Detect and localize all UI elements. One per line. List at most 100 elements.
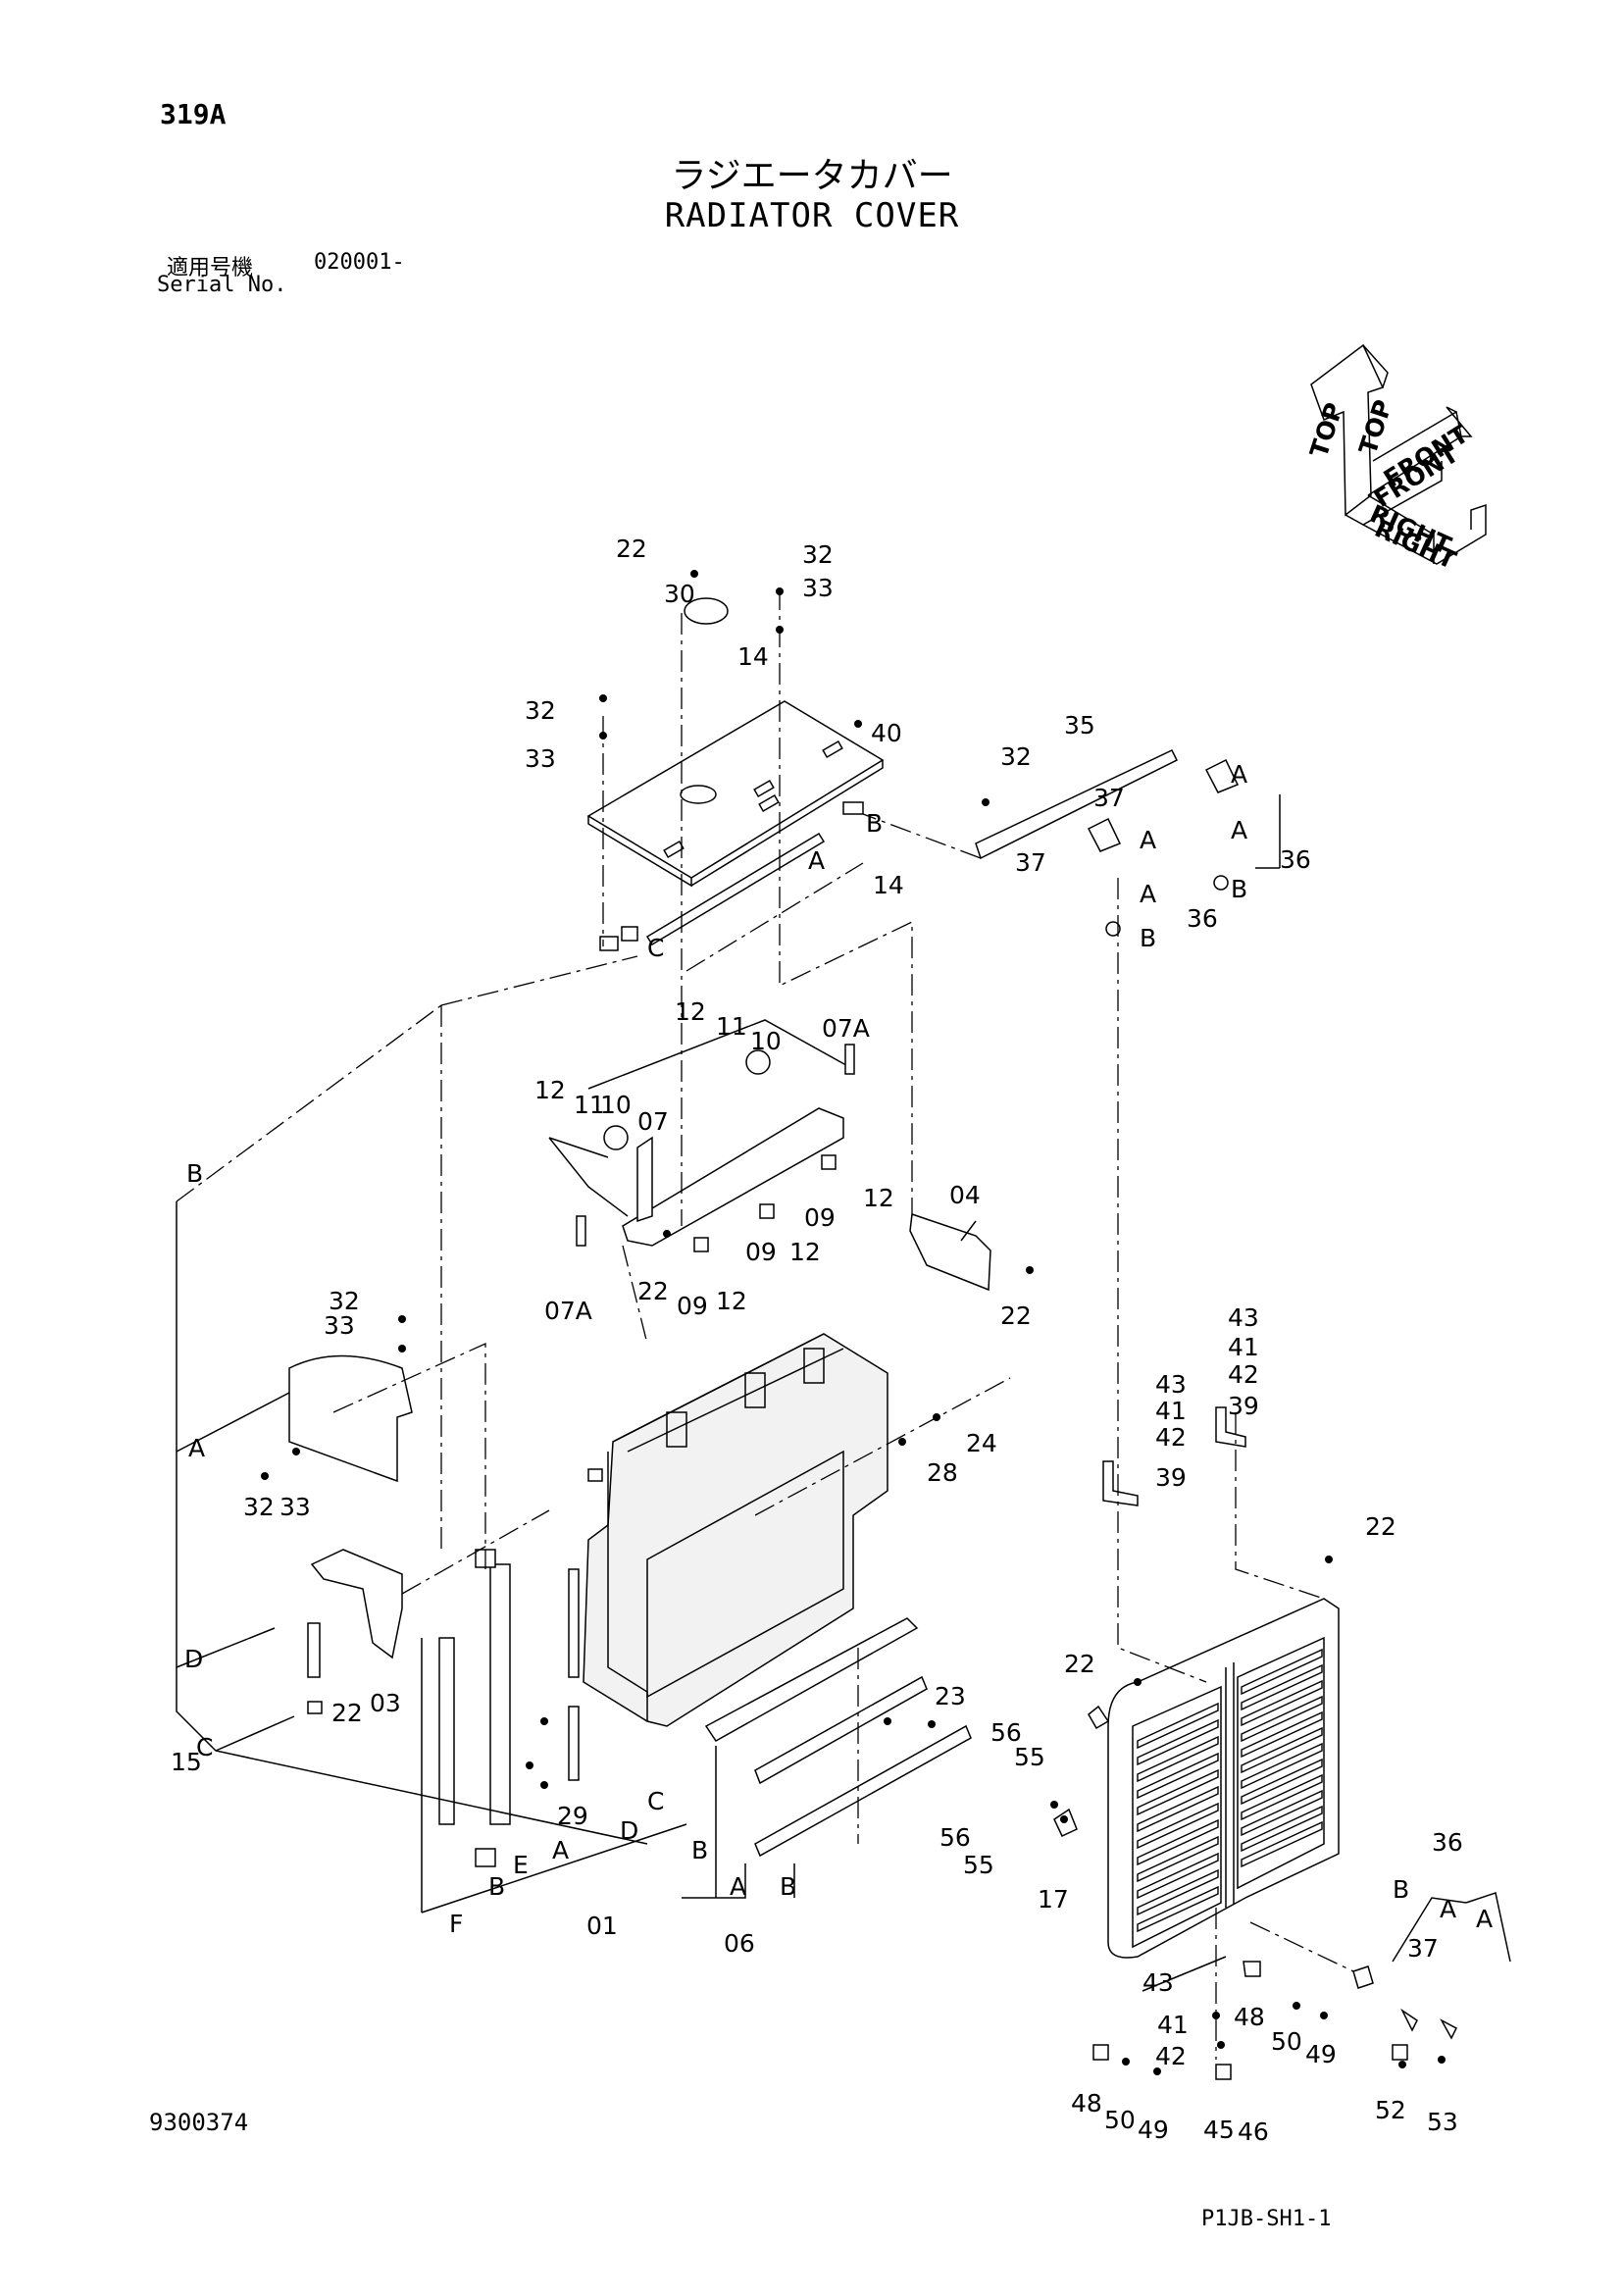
callout-label: 33	[324, 1311, 355, 1340]
fastener-dot	[982, 798, 990, 806]
page-number: 319A	[160, 98, 227, 130]
door-slat	[1241, 1758, 1323, 1806]
callout-label: 14	[873, 871, 904, 899]
fastener-dot	[898, 1438, 906, 1446]
compass-top-label: TOP	[1304, 399, 1348, 461]
fastener-dot	[690, 570, 698, 578]
door-slat	[1137, 1868, 1219, 1916]
callout-label: 35	[1064, 711, 1095, 740]
callout-label: 55	[963, 1851, 994, 1879]
callout-label: B	[488, 1872, 505, 1901]
callout-label: 40	[871, 719, 902, 747]
callout-label: 32	[243, 1493, 275, 1521]
callout-label: A	[1231, 760, 1247, 789]
door-slat	[1137, 1852, 1219, 1900]
callout-label: 33	[279, 1493, 311, 1521]
plug-30	[684, 597, 729, 625]
fastener-dot	[776, 587, 784, 595]
fastener-dot	[1026, 1266, 1034, 1274]
callout-label: 32	[1000, 742, 1032, 771]
callout-label: 03	[370, 1689, 401, 1717]
serial-label-english: Serial No.	[157, 273, 287, 297]
callout-label: 22	[1000, 1301, 1032, 1330]
hinge-b-lower	[1105, 921, 1121, 937]
fasteners	[261, 570, 1446, 2075]
door-slat	[1137, 1818, 1219, 1866]
hinge-b-lower-right	[1352, 1965, 1374, 1989]
callout-label: A	[730, 1872, 746, 1901]
callout-label: 28	[927, 1458, 958, 1487]
callout-label: 37	[1015, 848, 1046, 877]
callout-label: 42	[1228, 1360, 1259, 1389]
callout-label: 41	[1157, 2011, 1189, 2039]
fastener-dot	[1438, 2056, 1446, 2064]
callout-label: A	[808, 846, 825, 875]
door-slat	[1241, 1663, 1323, 1711]
fastener-dot	[526, 1761, 533, 1769]
callout-label: 22	[1365, 1512, 1396, 1541]
callout-label: 22	[1064, 1650, 1095, 1678]
callout-label: A	[1476, 1905, 1493, 1933]
callout-label: 12	[675, 997, 706, 1026]
door-slat	[1137, 1768, 1219, 1816]
callout-label: B	[780, 1872, 796, 1901]
bracket-39-b	[1215, 1406, 1246, 1448]
bracket-45	[1215, 2064, 1232, 2080]
callout-label: 29	[557, 1802, 588, 1830]
callout-label: 32	[525, 696, 556, 725]
callout-label: 09	[677, 1292, 708, 1320]
left-side-cover	[288, 1354, 413, 1483]
callout-label: 12	[534, 1076, 566, 1104]
seal-strip-c	[568, 1568, 580, 1678]
fastener-dot	[398, 1315, 406, 1323]
door-slat	[1241, 1679, 1323, 1727]
callout-label: D	[620, 1816, 638, 1845]
door-slat	[1241, 1742, 1323, 1790]
door-slat	[1137, 1702, 1219, 1750]
seal-strip-06-b	[754, 1675, 928, 1785]
fastener-dot	[599, 732, 607, 740]
door-slat	[1137, 1785, 1219, 1833]
bracket-03	[310, 1549, 403, 1659]
callout-label: 36	[1432, 1828, 1463, 1857]
callout-label: 09	[745, 1238, 777, 1266]
callout-label: 49	[1305, 2040, 1337, 2068]
callout-label: 46	[1238, 2117, 1269, 2146]
seal-strip-e	[489, 1563, 511, 1825]
rail-35	[975, 749, 1179, 860]
callout-label: B	[1393, 1875, 1409, 1904]
callout-label: 37	[1093, 784, 1125, 812]
callout-label: A	[552, 1836, 569, 1864]
bracket-48-right	[1243, 1961, 1261, 1977]
callout-label: 52	[1375, 2096, 1406, 2124]
callout-label: 56	[990, 1718, 1022, 1747]
leader-lines	[176, 794, 1511, 1992]
callout-label: 01	[586, 1912, 618, 1940]
door-slat	[1241, 1726, 1323, 1774]
callout-label: A	[1440, 1895, 1456, 1923]
door-slat	[1241, 1710, 1323, 1759]
callout-label: 12	[789, 1238, 821, 1266]
callout-label: C	[647, 1787, 664, 1815]
callout-label: 43	[1142, 1968, 1174, 1997]
callout-label: B	[1231, 875, 1247, 903]
callout-label: 50	[1104, 2106, 1136, 2134]
hinge-bracket-lower-a	[1400, 2008, 1418, 2032]
hinge-bracket-a	[1204, 758, 1240, 793]
callout-label: 36	[1280, 845, 1311, 874]
fastener-dot	[884, 1717, 891, 1725]
callout-label: 48	[1234, 2003, 1265, 2031]
callout-label: 24	[966, 1429, 997, 1457]
fastener-dot	[292, 1448, 300, 1455]
callout-label: A	[188, 1434, 205, 1462]
fastener-dot	[1293, 2002, 1300, 2010]
fastener-dot	[854, 720, 862, 728]
fastener-dot	[1153, 2067, 1161, 2075]
fastener-dot	[1325, 1556, 1333, 1563]
callout-label: 32	[802, 540, 834, 569]
door-slat	[1241, 1648, 1323, 1696]
door-slat	[1137, 1752, 1219, 1800]
callout-label: 22	[637, 1277, 669, 1305]
callout-label: 11	[574, 1091, 605, 1119]
